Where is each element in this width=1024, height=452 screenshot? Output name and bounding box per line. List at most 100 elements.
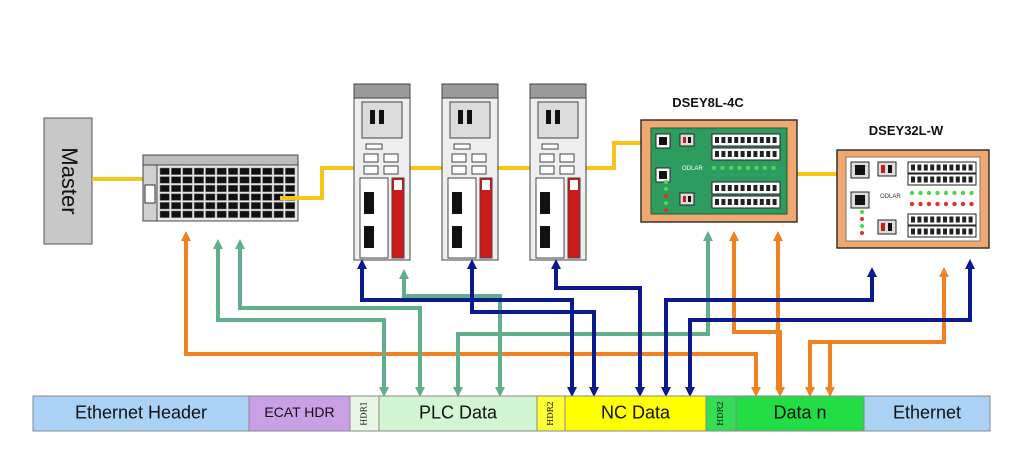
arrows-blue: [357, 259, 975, 397]
frame-segment-label: HDR2: [546, 401, 555, 426]
blue-arrow-drive1: [357, 259, 577, 397]
io-terminal-cell: [205, 176, 216, 184]
io-terminal-cell: [182, 167, 193, 175]
io-terminal-cell: [273, 202, 284, 210]
io-terminal-cell: [171, 184, 182, 193]
frame-segment: [378, 395, 538, 432]
status-led: [943, 201, 949, 207]
frame-segment: [564, 395, 707, 432]
status-led: [943, 190, 949, 196]
io-terminal-cell: [228, 167, 239, 175]
status-led: [762, 165, 768, 171]
frame-segment-label: Ethernet Header: [75, 402, 207, 422]
status-led: [969, 201, 974, 207]
blue-arrow-drive3: [551, 259, 645, 397]
io-terminal-cell: [216, 176, 227, 184]
io-terminal-cell: [239, 193, 250, 201]
green-arrow-io-1: [213, 239, 389, 397]
terminal-strip: [907, 173, 977, 186]
frame-segment: [735, 395, 865, 432]
io-terminal-cell: [262, 210, 273, 218]
io-terminal-cell: [250, 184, 261, 193]
frame-segment-label: ECAT HDR: [264, 404, 334, 420]
io-terminal-cell: [205, 193, 216, 201]
status-led: [754, 165, 759, 171]
io-terminal-cell: [182, 210, 193, 218]
io-terminal-cell: [262, 193, 273, 201]
io-terminal-cell: [273, 167, 284, 175]
status-led: [909, 190, 915, 196]
io-terminal-cell: [228, 193, 239, 201]
io-terminal-cell: [250, 193, 261, 201]
io-terminal-cell: [239, 210, 250, 218]
status-led: [960, 201, 966, 207]
io-terminal-cell: [193, 176, 204, 184]
io-terminal-cell: [250, 202, 261, 210]
io-terminal-cell: [159, 167, 170, 175]
io-terminal-cell: [171, 193, 182, 201]
blue-arrow-drive2: [467, 259, 599, 397]
io-terminal-cell: [239, 184, 250, 193]
frame-segment: [248, 395, 351, 432]
module-dsey8l-4c: DSEY8L-4C ODLAR: [640, 95, 798, 223]
io-terminal-cell: [228, 176, 239, 184]
io-terminal-cell: [193, 210, 204, 218]
status-led: [935, 201, 940, 207]
io-terminal-cell: [216, 210, 227, 218]
io-terminal-cell: [285, 210, 296, 218]
status-led: [711, 165, 717, 171]
io-terminal-cell: [239, 167, 250, 175]
io-terminal-cell: [205, 202, 216, 210]
io-terminal-cell: [273, 176, 284, 184]
module-2-label: DSEY32L-W: [869, 123, 944, 138]
status-led: [720, 165, 725, 171]
master-block: Master: [43, 117, 93, 245]
io-terminal-cell: [159, 210, 170, 218]
io-terminal-cell: [193, 184, 204, 193]
terminal-strip: [907, 161, 977, 174]
io-terminal-cell: [285, 176, 296, 184]
io-terminal-cell: [171, 210, 182, 218]
frame-segment-label: NC Data: [601, 402, 671, 422]
status-led: [952, 201, 957, 207]
io-terminal-cell: [262, 202, 273, 210]
frame-segment: [349, 395, 380, 432]
io-terminal-cell: [285, 167, 296, 175]
io-terminal-cell: [193, 202, 204, 210]
master-label: Master: [57, 147, 82, 214]
frame-segment: [863, 395, 991, 432]
io-terminal-cell: [262, 167, 273, 175]
io-terminal-cell: [228, 202, 239, 210]
io-terminal-cell: [205, 210, 216, 218]
status-led: [969, 190, 974, 196]
frame-segment-label: HDR2: [716, 401, 725, 426]
blue-arrow-mod2-b: [685, 259, 975, 397]
status-led: [952, 190, 957, 196]
status-led: [918, 190, 923, 196]
status-led: [737, 165, 742, 171]
io-terminal-cell: [182, 176, 193, 184]
io-terminal-cell: [285, 184, 296, 193]
io-terminal-cell: [159, 193, 170, 201]
io-terminal-cell: [262, 184, 273, 193]
io-terminal-cell: [216, 184, 227, 193]
servo-drive: [353, 83, 411, 261]
module-dsey32l-w: DSEY32L-W ODLAR: [836, 123, 990, 249]
status-led: [728, 165, 734, 171]
io-terminal-block: [142, 154, 299, 222]
status-led: [909, 201, 915, 207]
status-led: [918, 201, 923, 207]
status-led: [960, 190, 966, 196]
io-terminal-cell: [171, 176, 182, 184]
io-terminal-cell: [182, 202, 193, 210]
io-terminal-cell: [216, 202, 227, 210]
status-led: [926, 190, 932, 196]
io-terminal-cell: [273, 184, 284, 193]
status-led: [935, 190, 940, 196]
io-port: [144, 184, 156, 204]
io-terminal-cell: [182, 184, 193, 193]
io-terminal-cell: [182, 193, 193, 201]
io-terminal-cell: [250, 167, 261, 175]
terminal-strip: [907, 213, 977, 226]
